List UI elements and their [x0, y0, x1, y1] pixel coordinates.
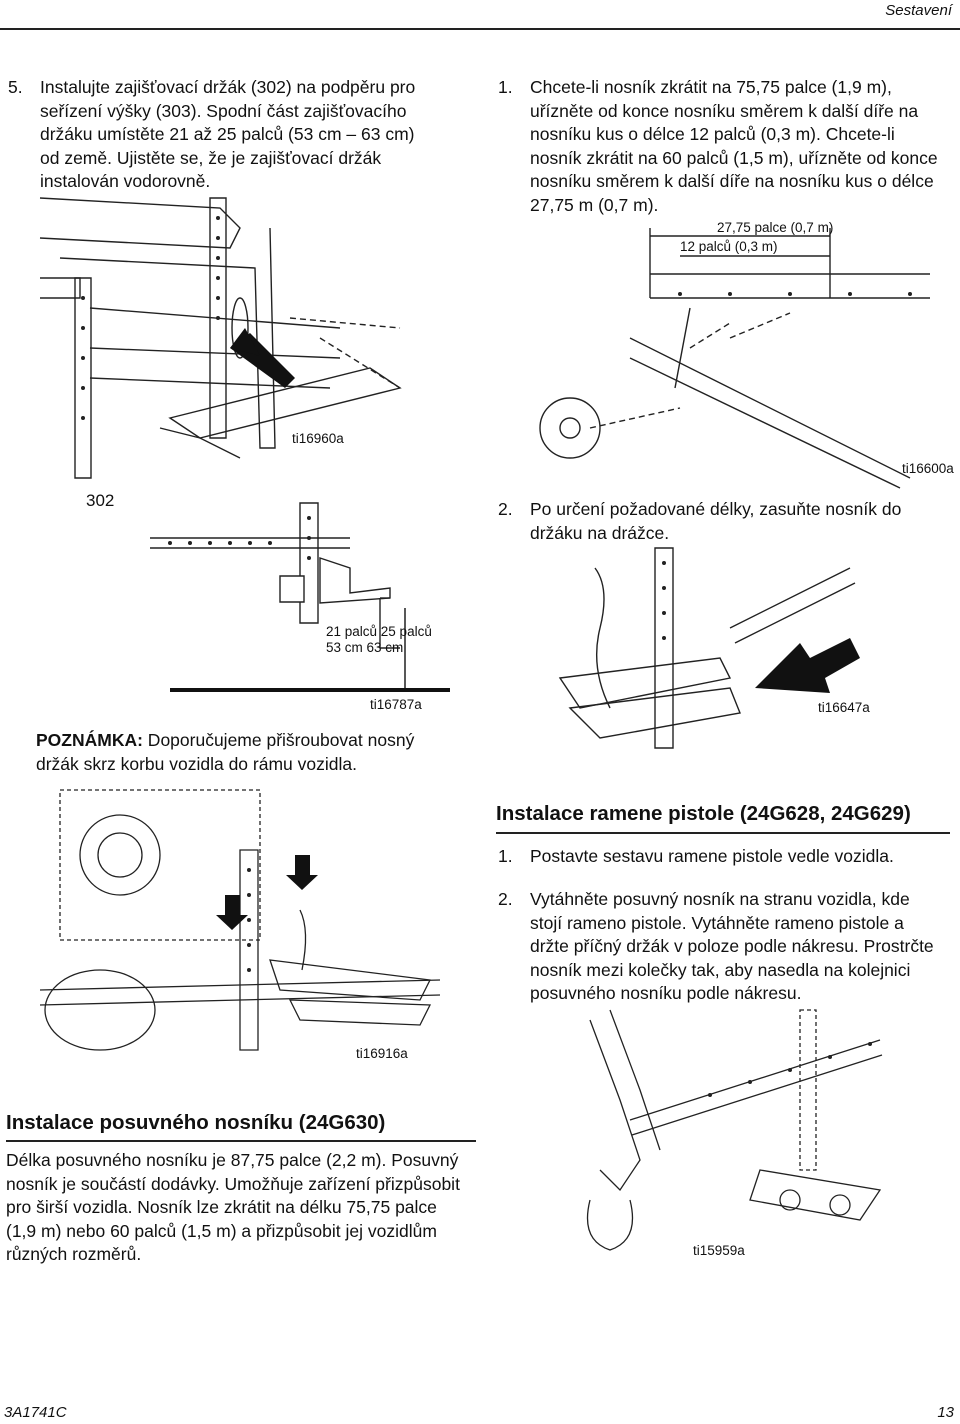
dimension-label: 53 cm 63 cm [326, 640, 404, 655]
dimension-label: 21 palců 25 palců [326, 624, 432, 639]
note-text: Doporučujeme přišroubovat nosný držák sk… [36, 730, 415, 774]
section-rule [6, 1140, 476, 1142]
part-callout: 302 [86, 491, 115, 510]
step-number: 2. [498, 889, 513, 909]
step-text: Vytáhněte posuvný nosník na stranu vozid… [530, 889, 934, 1003]
gun-arm-step-1: 1. Postavte sestavu ramene pistole vedle… [498, 845, 938, 869]
gun-arm-illustration [560, 1000, 890, 1260]
section-rule [496, 832, 950, 834]
section-title: Instalace posuvného nosníku (24G630) [6, 1111, 386, 1134]
figure-id: ti16960a [292, 431, 344, 446]
document-number: 3A1741C [4, 1404, 67, 1421]
beam-cut-illustration [530, 228, 930, 488]
direction-arrow-icon [755, 638, 860, 693]
step-number: 1. [498, 846, 513, 866]
step-5: 5. Instalujte zajišťovací držák (302) na… [8, 76, 428, 194]
dimension-label: 27,75 palce (0,7 m) [717, 220, 834, 235]
figure-id: ti16787a [370, 697, 422, 712]
bracket-height-illustration [150, 498, 450, 698]
step-text: Instalujte zajišťovací držák (302) na po… [40, 77, 416, 191]
note: POZNÁMKA: Doporučujeme přišroubovat nosn… [36, 729, 456, 776]
dimension-label: 12 palců (0,3 m) [680, 239, 778, 254]
step-number: 5. [8, 77, 23, 97]
section-title: Instalace ramene pistole (24G628, 24G629… [496, 802, 911, 825]
step-text: Po určení požadované délky, zasuňte nosn… [530, 499, 902, 543]
vehicle-mount-illustration [40, 780, 460, 1051]
bracket-install-illustration [40, 188, 440, 468]
beam-slide-illustration [520, 548, 860, 768]
step-2: 2. Po určení požadované délky, zasuňte n… [498, 498, 938, 545]
step-number: 2. [498, 499, 513, 519]
gun-arm-step-2: 2. Vytáhněte posuvný nosník na stranu vo… [498, 888, 938, 1006]
figure-id: ti15959a [693, 1243, 745, 1258]
down-arrow-icon [216, 895, 248, 930]
down-arrow-icon [286, 855, 318, 890]
note-label: POZNÁMKA: [36, 730, 143, 750]
figure-id: ti16916a [356, 1046, 408, 1061]
figure-id: ti16647a [818, 700, 870, 715]
section-paragraph: Délka posuvného nosníku je 87,75 palce (… [6, 1150, 460, 1264]
header-rule [0, 28, 960, 30]
step-text: Chcete-li nosník zkrátit na 75,75 palce … [530, 77, 938, 215]
running-header: Sestavení [885, 2, 952, 19]
figure-id: ti16600a [902, 461, 954, 476]
step-number: 1. [498, 77, 513, 97]
step-text: Postavte sestavu ramene pistole vedle vo… [530, 846, 894, 866]
page-number: 13 [937, 1404, 954, 1421]
step-1: 1. Chcete-li nosník zkrátit na 75,75 pal… [498, 76, 938, 217]
